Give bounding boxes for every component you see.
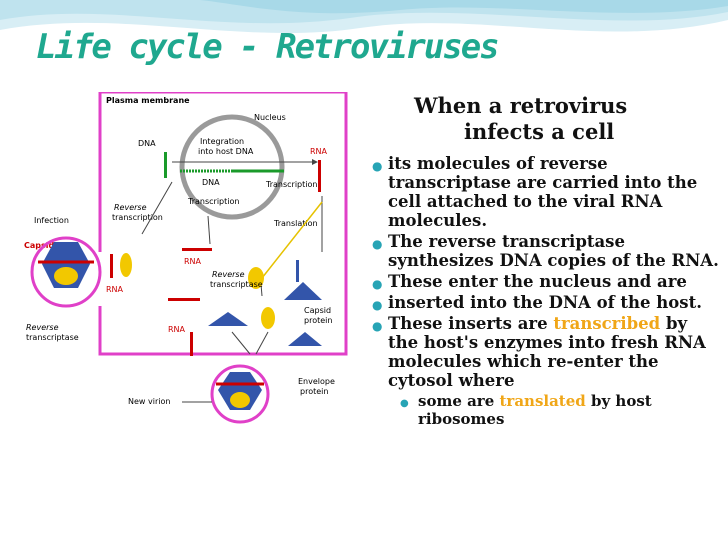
- capsid-protein-label-2: protein: [304, 316, 332, 325]
- reverse-transcriptase-mid-label-2: transcriptase: [210, 280, 263, 289]
- bullet-icon: ●: [372, 237, 383, 251]
- retrovirus-diagram: Plasma membrane Nucleus DNA Integration …: [24, 92, 348, 424]
- nucleus-label: Nucleus: [254, 113, 286, 122]
- transcribed-link[interactable]: transcribed: [553, 314, 661, 333]
- bullet-icon: ●: [372, 277, 383, 291]
- plasma-membrane-label: Plasma membrane: [106, 96, 190, 105]
- reverse-transcriptase-left-label-2: transcriptase: [26, 333, 79, 342]
- capsid-protein-label-1: Capsid: [304, 306, 331, 315]
- rna-infection-label: RNA: [106, 285, 124, 294]
- nucleus: [179, 114, 285, 220]
- reverse-transcription-label-2: transcription: [112, 213, 163, 222]
- translated-link[interactable]: translated: [499, 392, 586, 410]
- rna-lower-label: RNA: [168, 325, 186, 334]
- heading-line-2: infects a cell: [464, 119, 615, 144]
- transcription-label: Transcription: [187, 197, 239, 206]
- translation-label: Translation: [273, 219, 318, 228]
- bullet-item: ●inserted into the DNA of the host.: [370, 293, 720, 312]
- bullet-icon: ●: [372, 319, 383, 333]
- bullet-list: ●its molecules of reverse transcriptase …: [370, 154, 720, 430]
- bullet-item: ●These inserts are transcribed by the ho…: [372, 314, 706, 390]
- plasma-membrane: [98, 92, 348, 356]
- envelope-protein-label-1: Envelope: [298, 377, 335, 386]
- rna-middle-label: RNA: [184, 257, 202, 266]
- dna-label: DNA: [138, 139, 156, 148]
- bullet-item: ●These enter the nucleus and are: [370, 272, 720, 291]
- infection-label: Infection: [34, 216, 69, 225]
- reverse-transcriptase-left-label-1: Reverse: [26, 323, 59, 332]
- new-virion-label: New virion: [128, 397, 170, 406]
- virion-envelope: [30, 236, 102, 308]
- envelope-protein-label-2: protein: [300, 387, 328, 396]
- capsid-shape: [42, 242, 90, 288]
- heading-line-1: When a retrovirus: [414, 93, 628, 118]
- wave-background: [0, 0, 728, 34]
- slide-heading: When a retrovirus infects a cell: [414, 93, 714, 145]
- integration-label-2: into host DNA: [198, 147, 254, 156]
- new-virion-envelope: [210, 364, 270, 424]
- dna-inner-label: DNA: [202, 178, 220, 187]
- bullet-icon: ●: [372, 298, 383, 312]
- bullet-item: ●its molecules of reverse transcriptase …: [372, 154, 698, 230]
- transcription-inner-label: Transcription: [265, 180, 317, 189]
- sub-bullet-item: ●some are translated by host ribosomes: [400, 392, 652, 428]
- integration-label-1: Integration: [200, 137, 244, 146]
- bullet-icon: ●: [400, 398, 409, 409]
- bullet-icon: ●: [372, 159, 383, 173]
- rna-strand: [318, 160, 321, 192]
- rna-nucleus-label: RNA: [310, 147, 328, 156]
- dna-strand: [164, 152, 167, 178]
- slide-title: Life cycle - Retroviruses: [36, 27, 500, 67]
- bullet-item: ●The reverse transcriptase synthesizes D…: [372, 232, 719, 270]
- reverse-transcriptase-mid-label-1: Reverse: [212, 270, 245, 279]
- reverse-transcription-label-1: Reverse: [114, 203, 147, 212]
- capsid-label: Capsid: [24, 241, 55, 250]
